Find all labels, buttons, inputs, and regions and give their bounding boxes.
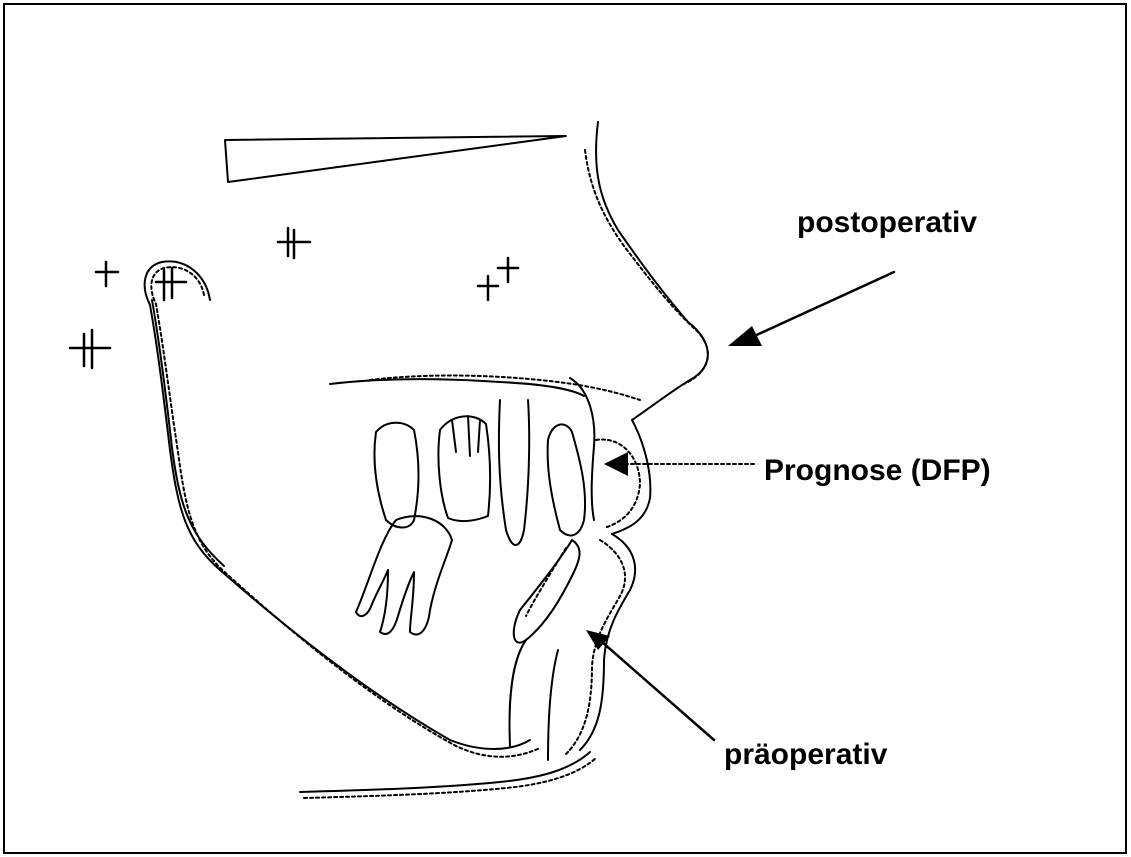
chin-outline xyxy=(300,640,596,798)
praeoperativ-label: präoperativ xyxy=(724,740,887,770)
arrow-postoperativ-shaft xyxy=(750,272,894,338)
soft-tissue-profile xyxy=(566,122,708,754)
arrows xyxy=(586,272,894,740)
arrow-postoperativ-head xyxy=(728,326,762,346)
cranial-base-triangle xyxy=(225,136,566,182)
landmark-crosses xyxy=(70,228,518,368)
arrow-praeoperativ-shaft xyxy=(602,642,714,740)
prognose-label: Prognose (DFP) xyxy=(764,456,991,486)
arrow-prognose-head xyxy=(604,452,628,476)
mandible-outline xyxy=(145,261,540,756)
postoperativ-label: postoperativ xyxy=(797,208,977,238)
teeth xyxy=(356,400,585,643)
maxilla-outline xyxy=(330,376,640,521)
